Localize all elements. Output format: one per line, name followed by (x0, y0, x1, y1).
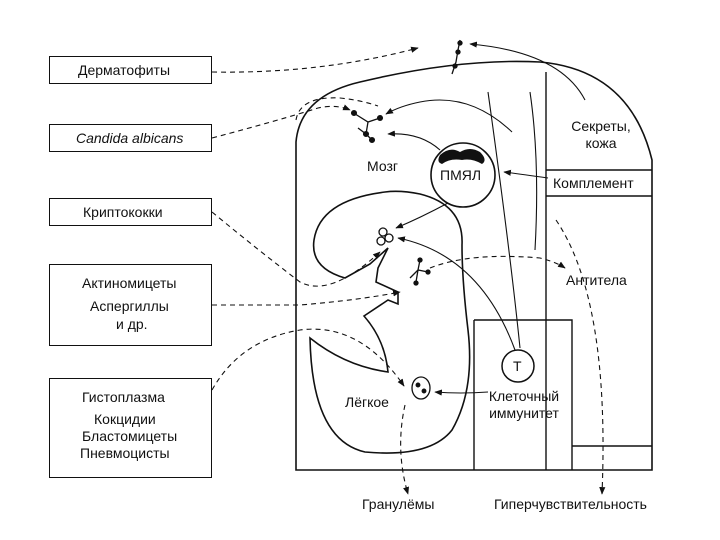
label-hypersensitivity: Гиперчувствительность (494, 496, 647, 512)
label-granulomas: Гранулёмы (362, 496, 435, 512)
label-cellular-immunity: Клеточный иммунитет (478, 388, 570, 422)
pmn-cell (430, 142, 496, 208)
box-cryptococci: Криптококки (49, 198, 212, 226)
label-coccidia: Кокцидии (94, 411, 156, 427)
candida-pseudohyphae (350, 109, 384, 144)
arrow-upper-to-candida (385, 99, 513, 133)
label-pneumocysts: Пневмоцисты (80, 445, 170, 461)
label-secretions: Секреты, кожа (556, 118, 646, 152)
t-cell-circle (501, 349, 535, 383)
label-antibodies: Антитела (566, 272, 627, 288)
t-cell-box (473, 319, 652, 470)
arrow-actinomycetes (212, 290, 401, 306)
cryptococcus-cells (376, 227, 394, 246)
label-cellular-line2: иммунитет (489, 405, 559, 421)
label-cryptococci: Криптококки (83, 204, 163, 220)
label-pmyal: ПМЯЛ (440, 167, 482, 183)
arrow-to-antibodies (429, 255, 566, 269)
label-t-cell: Т (513, 358, 522, 374)
arrow-upper-dashed-loop (295, 97, 379, 121)
arrow-complement-to-pmn (503, 169, 549, 179)
box-histoplasma: Гистоплазма Кокцидии Бластомицеты Пневмо… (49, 378, 212, 478)
label-secretions-line1: Секреты, (571, 118, 631, 134)
label-cellular-line1: Клеточный (488, 388, 560, 404)
label-secretions-line2: кожа (585, 135, 617, 151)
arrow-cryptococci (211, 211, 381, 287)
arrow-secretions-to-hyphae (469, 41, 586, 101)
box-dermatophytes: Дерматофиты (49, 56, 212, 84)
label-dermatophytes: Дерматофиты (78, 62, 171, 78)
aspergillus-branches (409, 257, 431, 286)
arrow-top-vertical-to-tcell (487, 91, 521, 349)
body-outline (295, 60, 653, 471)
complement-box-lines (546, 169, 652, 197)
label-brain: Мозг (367, 158, 398, 174)
pmn-nucleus (438, 149, 485, 164)
dermatophyte-hyphae (451, 39, 463, 75)
label-candida: Candida albicans (76, 130, 184, 146)
inner-organ-shape (309, 190, 471, 454)
label-aspergilli: Аспергиллы (90, 298, 169, 314)
label-histoplasma: Гистоплазма (82, 389, 165, 405)
arrow-cellular-to-lung (434, 389, 489, 396)
label-lung: Лёгкое (345, 394, 389, 410)
arrow-pmn-to-candida (387, 130, 441, 151)
arrow-to-hypersensitivity (555, 219, 606, 495)
arrow-histoplasma (211, 328, 405, 391)
label-and-others: и др. (116, 316, 148, 332)
lung-spherule (411, 376, 431, 400)
arrow-candida (211, 104, 351, 139)
label-blastomycetes: Бластомицеты (82, 428, 178, 444)
label-complement: Комплемент (553, 175, 634, 191)
label-actinomycetes: Актиномицеты (82, 275, 177, 291)
arrow-dermatophytes (211, 46, 419, 73)
box-actinomycetes: Актиномицеты Аспергиллы и др. (49, 264, 212, 346)
arrow-pmn-to-cryptococcus (395, 202, 449, 229)
box-candida: Candida albicans (49, 124, 212, 152)
arrow-tcell-to-cryptococcus (397, 236, 516, 351)
arrow-top-vertical-2 (529, 91, 538, 251)
arrow-to-granulomas (400, 404, 409, 495)
